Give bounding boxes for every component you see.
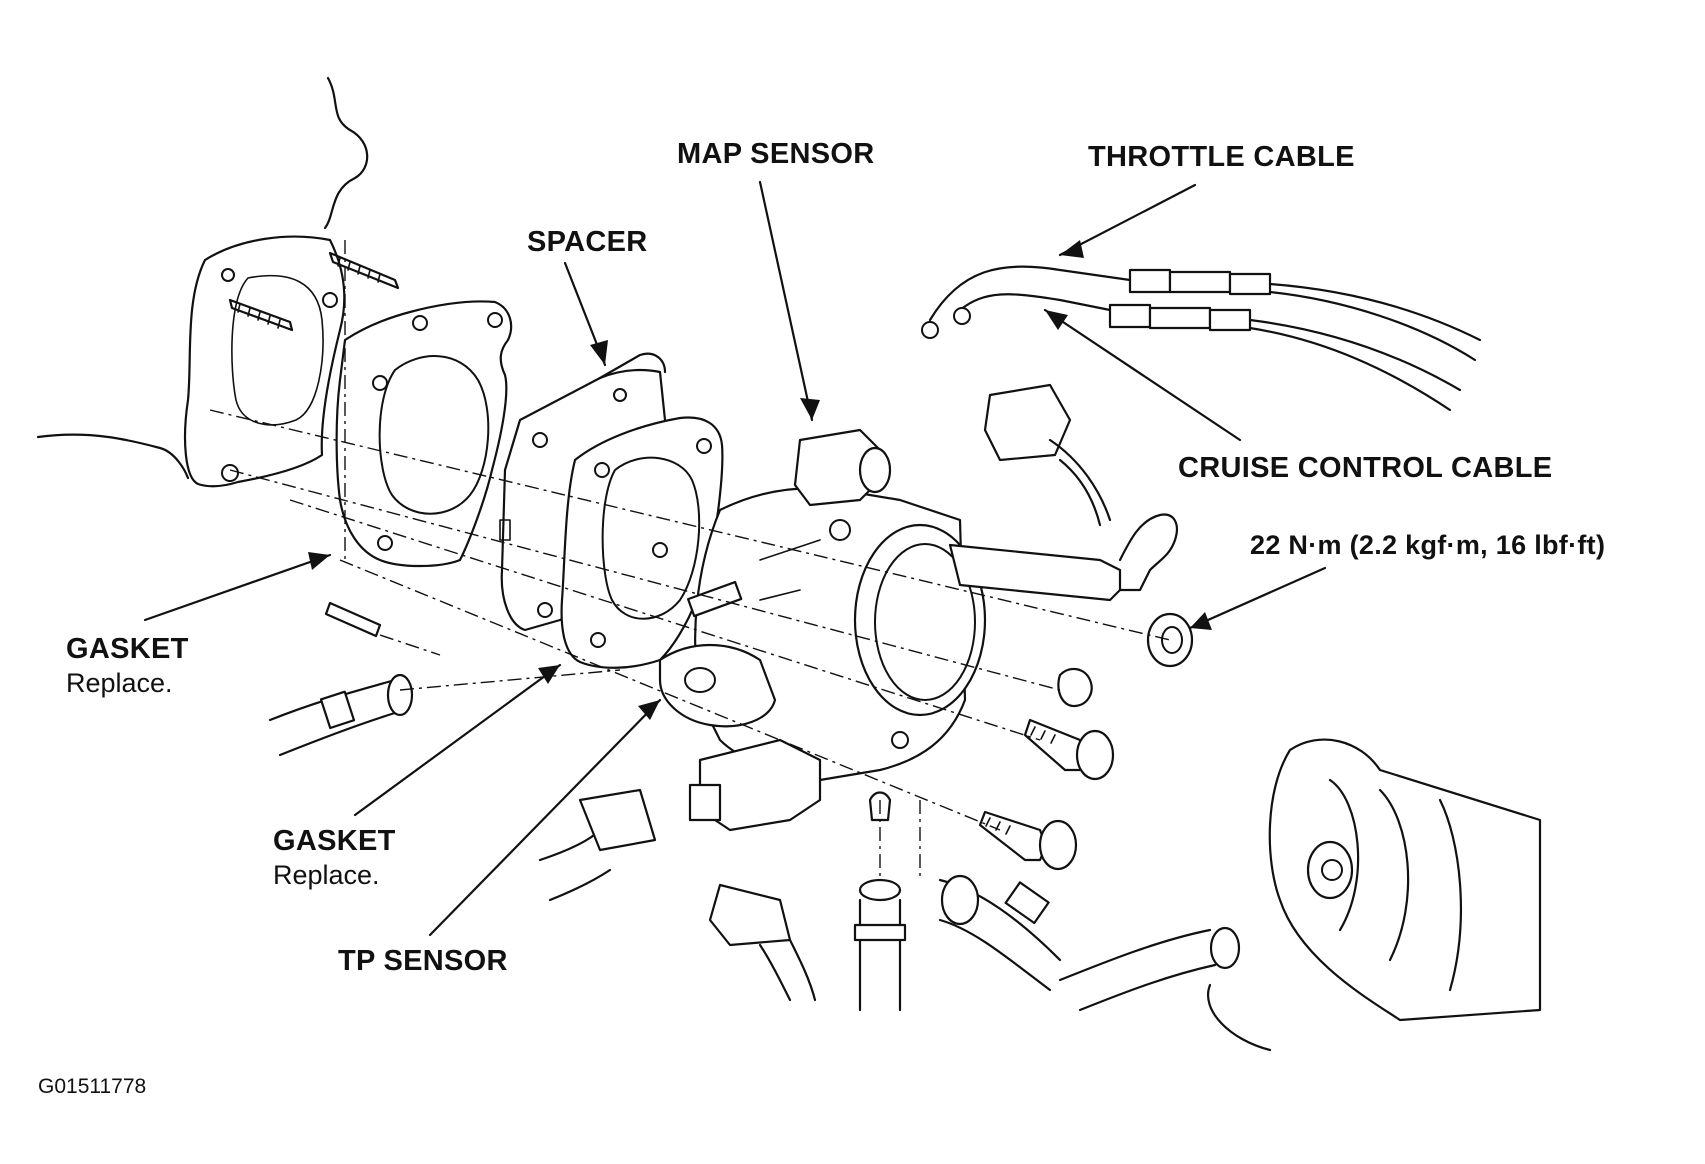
- map-sensor-label: MAP SENSOR: [677, 138, 875, 170]
- figure-code: G01511778: [38, 1075, 147, 1098]
- spacer-label: SPACER: [527, 226, 648, 258]
- cables: [921, 265, 1482, 412]
- manifold-studs: [228, 251, 400, 332]
- gasket-2: [560, 416, 724, 669]
- leader-lines: [143, 180, 1327, 937]
- torque-spec-label: 22 N·m (2.2 kgf·m, 16 lbf·ft): [1250, 530, 1606, 560]
- gasket-1: [335, 300, 513, 568]
- cruise-control-cable-label: CRUISE CONTROL CABLE: [1178, 452, 1553, 484]
- gasket-2-note: Replace.: [273, 860, 380, 890]
- gasket-1-title: GASKET: [66, 633, 189, 665]
- gasket-1-note: Replace.: [66, 668, 173, 698]
- hoses-and-connectors: [268, 383, 1272, 1052]
- intake-duct: [1268, 738, 1542, 1022]
- throttle-body: [658, 428, 1178, 832]
- alignment-lines: [209, 240, 1171, 880]
- intake-manifold-flange: [36, 76, 369, 488]
- fasteners: [324, 580, 1194, 871]
- gasket-2-title: GASKET: [273, 825, 396, 857]
- throttle-cable-label: THROTTLE CABLE: [1088, 141, 1355, 173]
- tp-sensor-label: TP SENSOR: [338, 945, 508, 977]
